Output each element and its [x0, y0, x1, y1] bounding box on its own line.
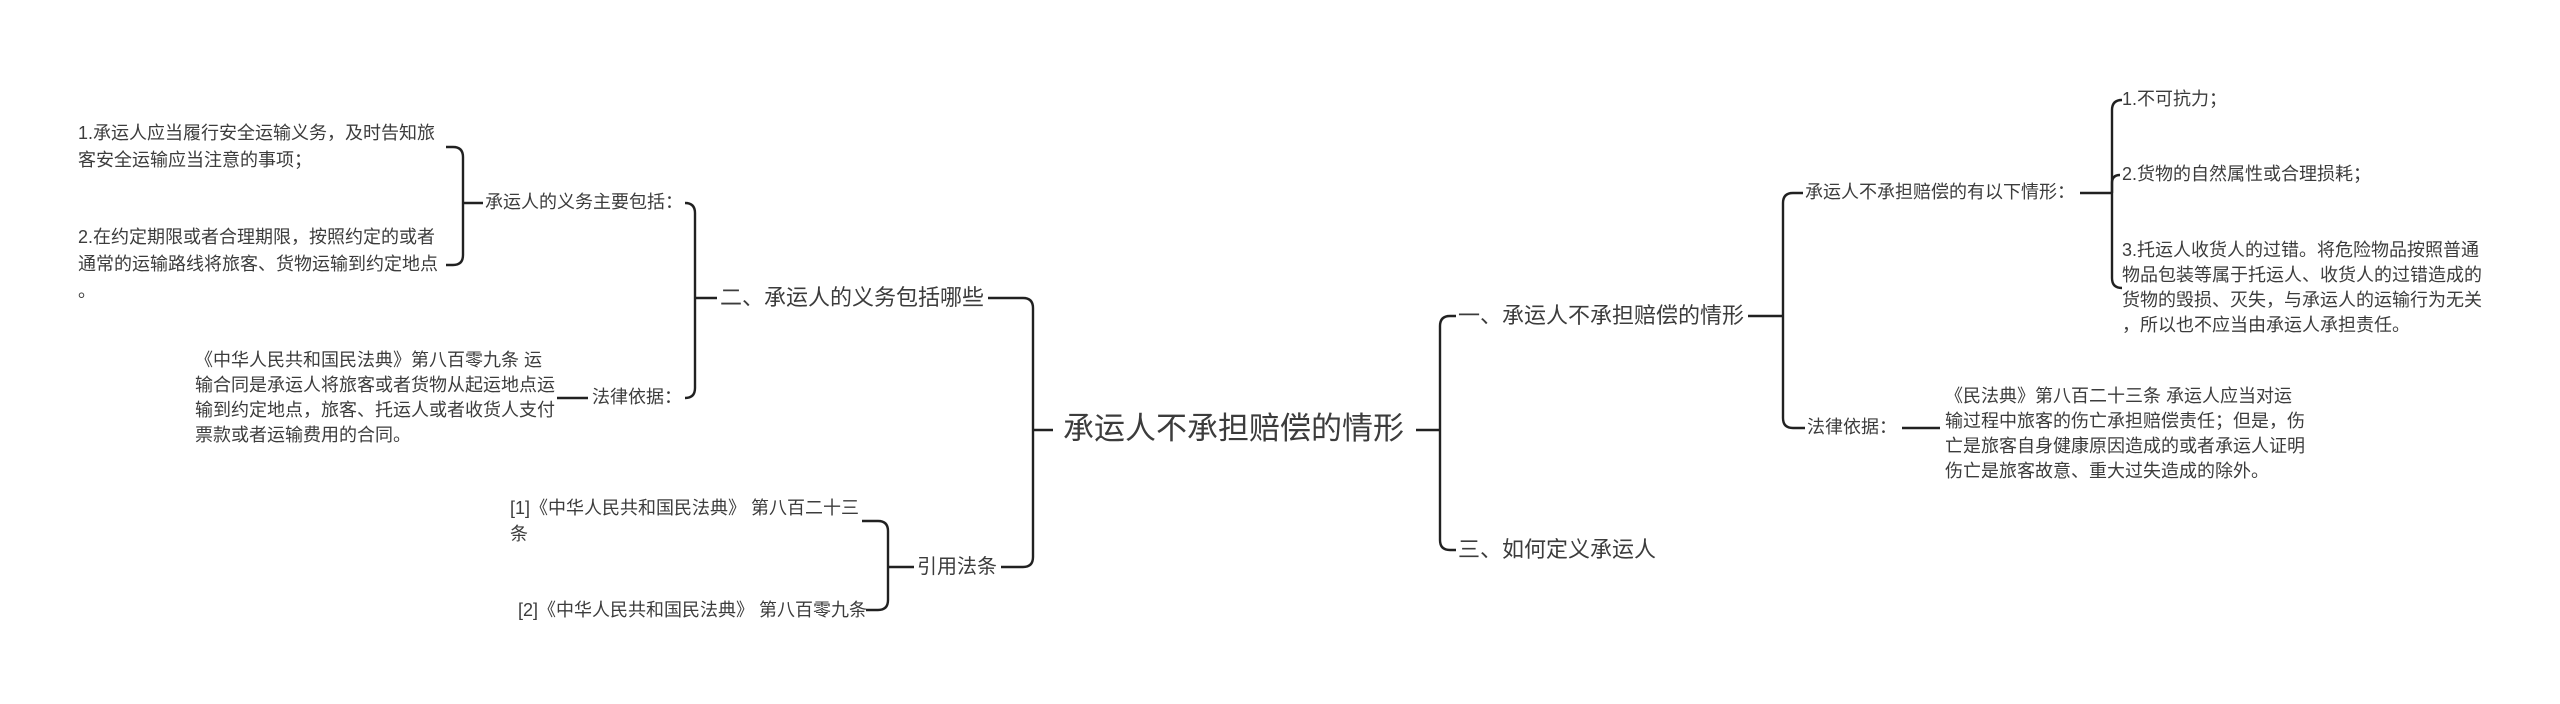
leaf-case-3[interactable]: 3.托运人收货人的过错。将危险物品按照普通 物品包装等属于托运人、收货人的过错造…	[2122, 240, 2482, 335]
connector-central-cite	[1001, 430, 1035, 569]
connector-sec1-legal	[1781, 316, 1805, 430]
connector-sec2-legal	[684, 298, 697, 400]
branch-section2[interactable]: 二、承运人的义务包括哪些	[720, 285, 985, 310]
leaf-law-text-right[interactable]: 《民法典》第八百二十三条 承运人应当对运 输过程中旅客的伤亡承担赔偿责任；但是，…	[1945, 386, 2305, 481]
leaf-citation-1[interactable]: [1]《中华人民共和国民法典》 第八百二十三 条	[510, 498, 860, 544]
central-topic[interactable]: 承运人不承担赔偿的情形	[1063, 411, 1404, 446]
connector-sec2-duties	[684, 201, 697, 298]
connector-case3	[2110, 193, 2123, 290]
leaf-duty-2[interactable]: 2.在约定期限或者合理期限，按照约定的或者 通常的运输路线将旅客、货物运输到约定…	[78, 227, 438, 301]
connector-sec1-cases	[1781, 191, 1803, 316]
connector-duty2	[446, 203, 465, 267]
leaf-duty-1[interactable]: 1.承运人应当履行安全运输义务，及时告知旅 客安全运输应当注意的事项；	[78, 123, 436, 170]
node-legal-basis-left[interactable]: 法律依据：	[592, 387, 682, 407]
node-legal-basis-right[interactable]: 法律依据：	[1807, 417, 1897, 437]
node-cases-header[interactable]: 承运人不承担赔偿的有以下情形：	[1805, 182, 2075, 202]
connector-central-sec2	[988, 296, 1035, 430]
leaf-case-1[interactable]: 1.不可抗力；	[2122, 89, 2228, 109]
branch-section1[interactable]: 一、承运人不承担赔偿的情形	[1458, 303, 1745, 328]
node-duties-header[interactable]: 承运人的义务主要包括：	[485, 192, 683, 212]
connector-case1	[2110, 98, 2123, 193]
connector-cite-ref2	[866, 567, 890, 612]
leaf-citation-2[interactable]: [2]《中华人民共和国民法典》 第八百零九条	[518, 600, 868, 620]
connector-case2	[2110, 173, 2121, 193]
leaf-law-text-left[interactable]: 《中华人民共和国民法典》第八百零九条 运 输合同是承运人将旅客或者货物从起运地点…	[195, 350, 555, 445]
branch-section3[interactable]: 三、如何定义承运人	[1458, 537, 1657, 562]
connector-central-sec3	[1438, 430, 1456, 552]
connector-cite-ref1	[862, 519, 890, 567]
leaf-case-2[interactable]: 2.货物的自然属性或合理损耗；	[2122, 164, 2372, 184]
branch-citations[interactable]: 引用法条	[917, 556, 997, 578]
connector-duty1	[446, 145, 465, 203]
connector-central-sec1	[1438, 314, 1456, 430]
